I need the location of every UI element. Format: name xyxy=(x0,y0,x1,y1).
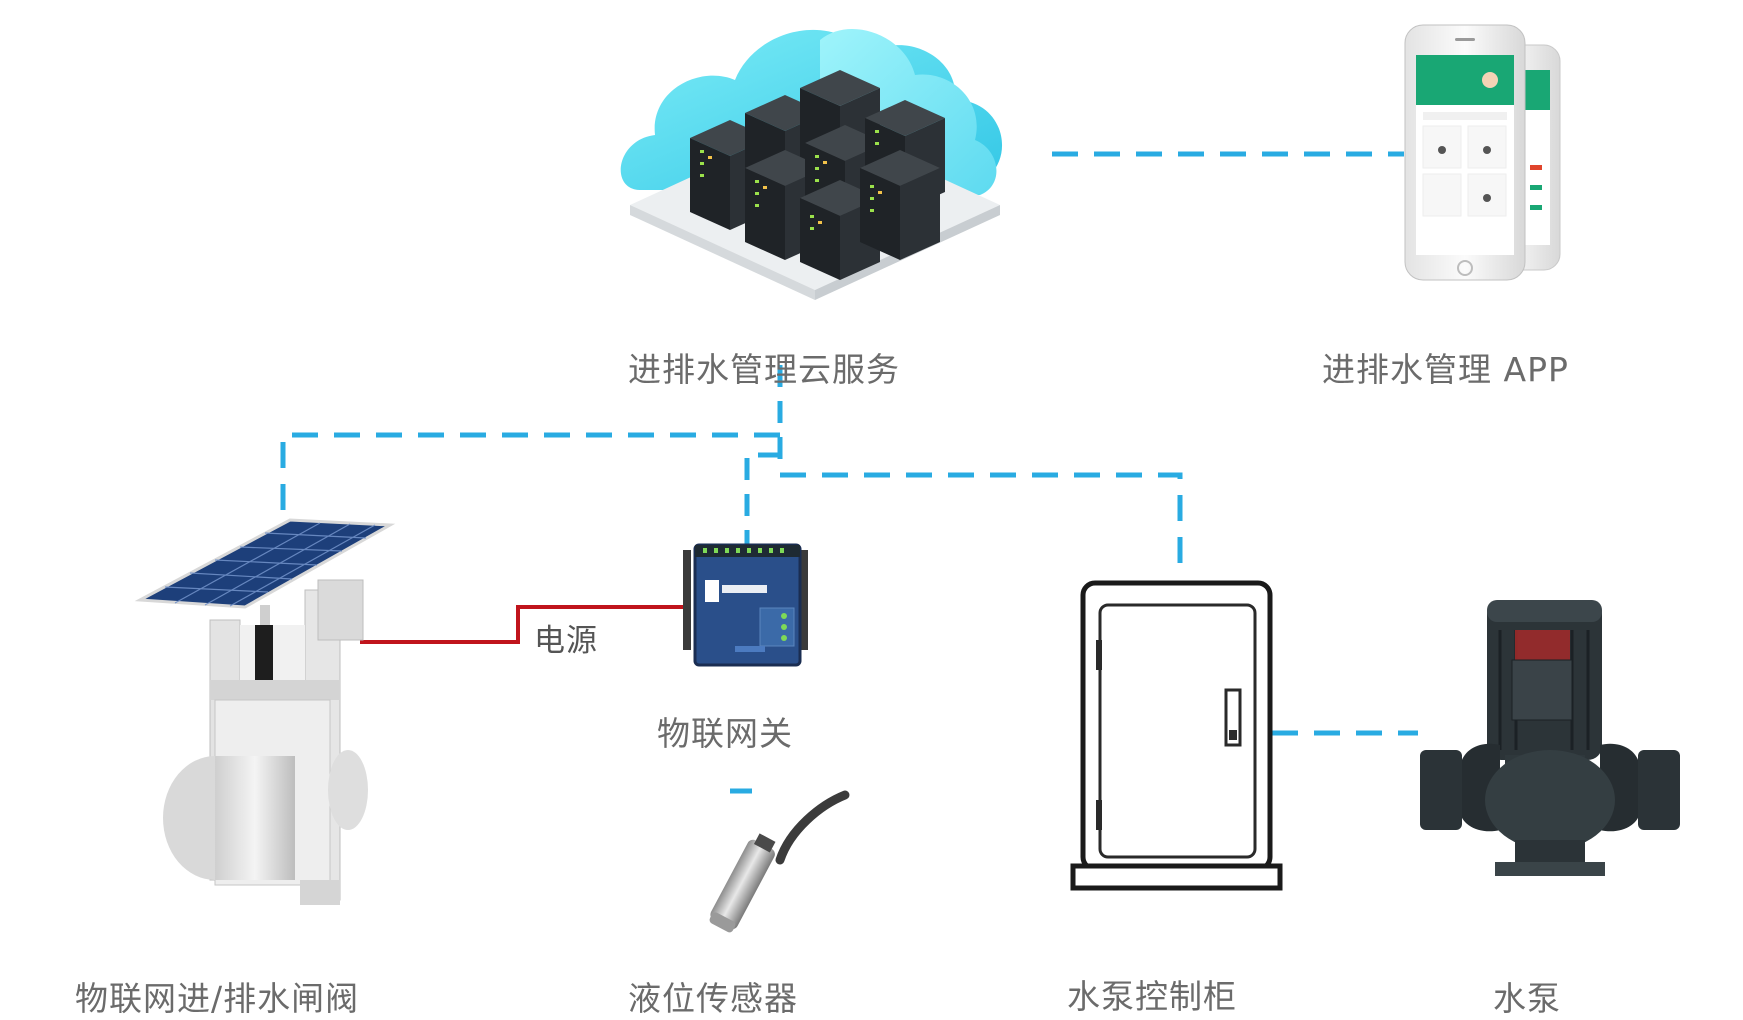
level-sensor-icon xyxy=(709,790,850,933)
label-sensor: 液位传感器 xyxy=(628,979,798,1018)
label-power: 电源 xyxy=(534,623,598,659)
control-cabinet-icon xyxy=(1070,580,1283,891)
label-cloud-service: 进排水管理云服务 xyxy=(628,350,900,389)
network-links xyxy=(280,151,1418,794)
label-gateway: 物联网关 xyxy=(657,714,793,753)
label-app: 进排水管理 APP xyxy=(1322,350,1569,389)
label-control-cabinet: 水泵控制柜 xyxy=(1067,977,1237,1016)
link-trunk-cabinet xyxy=(780,472,1183,578)
label-valve: 物联网进/排水闸阀 xyxy=(75,979,360,1018)
smartphone-icon xyxy=(1404,24,1561,281)
iot-gateway-icon xyxy=(683,543,808,667)
link-trunk-gateway xyxy=(744,452,780,548)
link-power xyxy=(360,605,683,644)
label-pump: 水泵 xyxy=(1493,979,1561,1018)
cloud-server-icon xyxy=(620,28,1003,300)
solar-gate-valve-icon xyxy=(134,518,396,905)
link-trunk-valve xyxy=(280,432,780,510)
water-pump-icon xyxy=(1420,600,1680,876)
